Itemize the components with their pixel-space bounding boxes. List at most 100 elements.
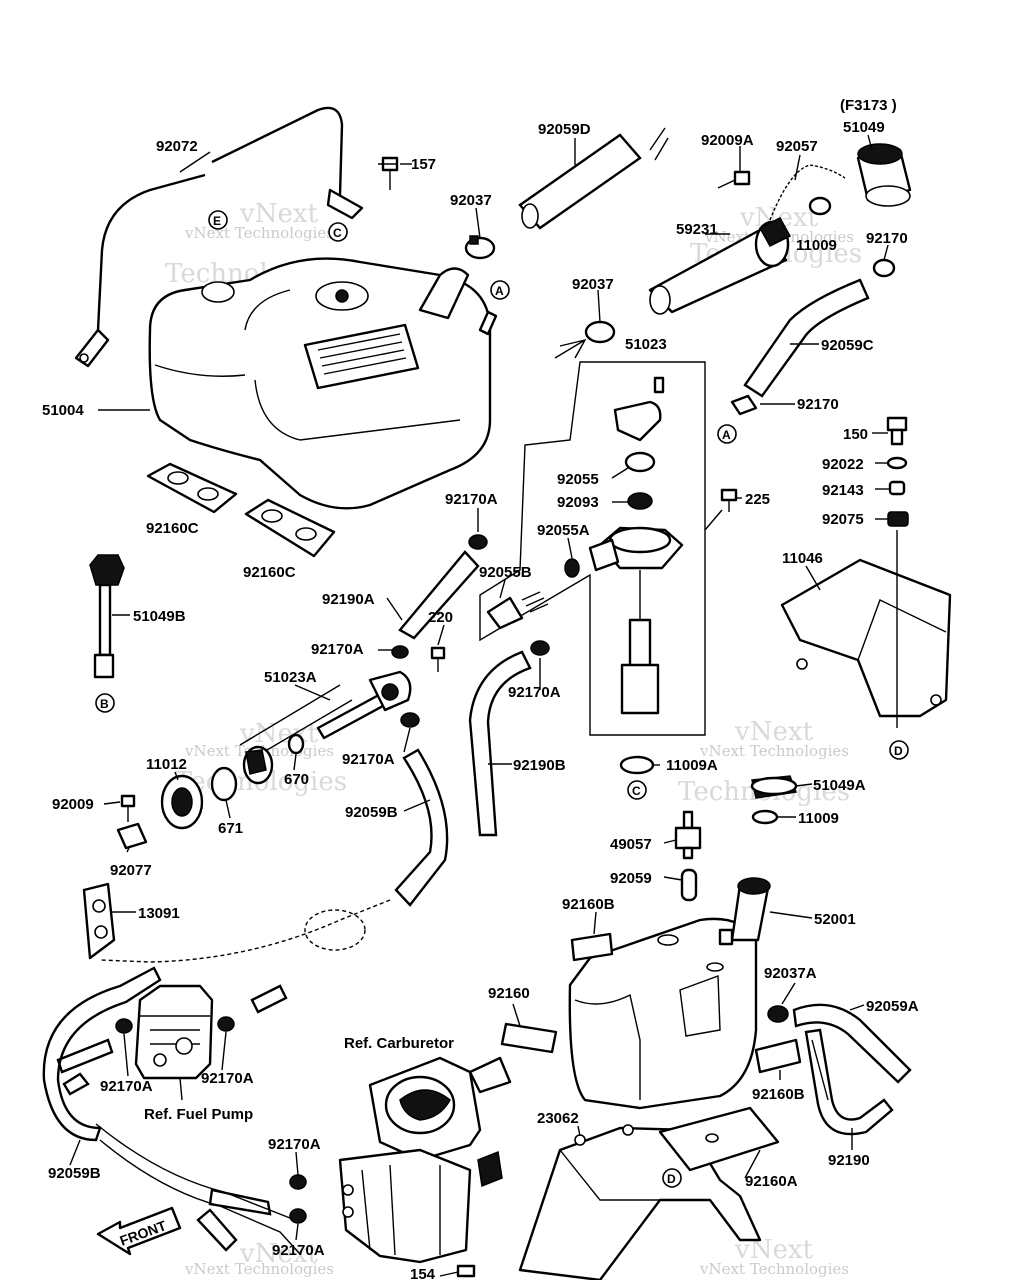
label-92160a: 92160A bbox=[745, 1173, 798, 1190]
part-51049a-cap[interactable] bbox=[750, 775, 798, 799]
label-92072: 92072 bbox=[156, 138, 198, 155]
part-92170a-clamp-d[interactable] bbox=[530, 640, 550, 656]
part-11012-gasket[interactable] bbox=[242, 745, 274, 785]
label-92055b: 92055B bbox=[479, 564, 532, 581]
part-ref-carburetor[interactable] bbox=[338, 1056, 512, 1264]
part-92037-clamp-mid[interactable] bbox=[554, 320, 616, 359]
part-49057-vent[interactable] bbox=[674, 810, 702, 860]
part-154-bolt[interactable] bbox=[456, 1264, 476, 1278]
label-92170a-d: 92170A bbox=[342, 751, 395, 768]
part-11009a-gasket[interactable] bbox=[619, 755, 655, 775]
part-11009-ring-top[interactable] bbox=[808, 196, 832, 216]
part-92170a-clamp-upper[interactable] bbox=[468, 534, 488, 550]
part-220-screw[interactable] bbox=[430, 646, 446, 672]
part-92072-strap[interactable] bbox=[74, 106, 364, 368]
part-92190-hose[interactable] bbox=[804, 1028, 894, 1136]
label-92170a-e: 92170A bbox=[100, 1078, 153, 1095]
label-92059a: 92059A bbox=[866, 998, 919, 1015]
label-92160b-a: 92160B bbox=[562, 896, 615, 913]
part-92009a-screw[interactable] bbox=[717, 170, 751, 189]
label-92190b: 92190B bbox=[513, 757, 566, 774]
watermark-line1: vNext bbox=[734, 717, 813, 747]
part-92009-screw[interactable] bbox=[120, 794, 136, 822]
part-52001-reserve-tank[interactable] bbox=[568, 877, 771, 1110]
part-11009-ring-mid[interactable] bbox=[751, 809, 779, 825]
circle-callout-b: B bbox=[95, 693, 115, 713]
part-92160-pad[interactable] bbox=[500, 1022, 558, 1054]
label-ref-fuel-pump: Ref. Fuel Pump bbox=[144, 1106, 253, 1123]
part-157-bolt[interactable] bbox=[381, 156, 412, 190]
part-92170-clamp-top[interactable] bbox=[872, 258, 896, 278]
part-92055a-oring[interactable] bbox=[564, 558, 580, 578]
part-92160a-pad[interactable] bbox=[658, 1106, 780, 1172]
label-51023: 51023 bbox=[625, 336, 667, 353]
label-92170a-h: 92170A bbox=[272, 1242, 325, 1259]
part-150-bolt[interactable] bbox=[886, 416, 908, 446]
part-92170a-clamp-b[interactable] bbox=[391, 645, 409, 659]
part-92037a-clamp[interactable] bbox=[767, 1005, 789, 1023]
part-92075-damper[interactable] bbox=[887, 511, 909, 527]
part-92059c-hose[interactable] bbox=[743, 278, 870, 398]
part-670-oring[interactable] bbox=[287, 733, 305, 755]
part-92170a-clamp-carb-lower[interactable] bbox=[289, 1208, 307, 1224]
part-671-oring[interactable] bbox=[210, 766, 238, 802]
part-pump-inlet-hose[interactable] bbox=[250, 984, 288, 1014]
part-51004-fuel-tank[interactable] bbox=[148, 257, 498, 510]
part-92077-clip[interactable] bbox=[116, 822, 148, 850]
label-92190: 92190 bbox=[828, 1152, 870, 1169]
leader-lines bbox=[69, 134, 890, 1277]
label-11009-mid: 11009 bbox=[798, 810, 839, 827]
watermark-small: vNext Technologies bbox=[699, 1260, 849, 1278]
part-51049-cap[interactable] bbox=[856, 143, 912, 207]
part-51023a-fuel-tap[interactable] bbox=[239, 670, 412, 761]
label-220: 220 bbox=[428, 609, 453, 626]
part-13091-clamp[interactable] bbox=[82, 882, 116, 960]
part-92160b-pad-bottom[interactable] bbox=[754, 1038, 802, 1074]
callout-d: D bbox=[667, 1172, 676, 1186]
part-92170-clamp-mid[interactable] bbox=[730, 394, 758, 416]
label-157: 157 bbox=[411, 156, 436, 173]
label-92057: 92057 bbox=[776, 138, 818, 155]
label-92059b-a: 92059B bbox=[345, 804, 398, 821]
part-92059-hose-short[interactable] bbox=[680, 868, 698, 902]
part-225-screw[interactable] bbox=[720, 488, 738, 512]
label-51004: 51004 bbox=[42, 402, 84, 419]
part-11046-bracket[interactable] bbox=[780, 530, 952, 728]
label-92009a: 92009A bbox=[701, 132, 754, 149]
part-51023-assembly-frame bbox=[479, 361, 706, 736]
part-59231-filler-neck[interactable] bbox=[648, 217, 792, 315]
part-92190b-hose[interactable] bbox=[468, 650, 532, 837]
part-92190a-hose[interactable] bbox=[398, 550, 480, 640]
label-92055a: 92055A bbox=[537, 522, 590, 539]
label-154: 154 bbox=[410, 1266, 436, 1280]
part-92170a-clamp-pump-right[interactable] bbox=[217, 1016, 235, 1032]
part-51023-fuel-cock[interactable] bbox=[588, 376, 723, 715]
label-11012: 11012 bbox=[146, 756, 187, 773]
part-92059b-hose-upper[interactable] bbox=[99, 748, 449, 963]
front-arrow: FRONT bbox=[96, 1206, 182, 1256]
part-92170a-clamp-c[interactable] bbox=[400, 712, 420, 728]
part-51049b-level-gauge[interactable] bbox=[89, 554, 125, 679]
part-92037-clamp-top[interactable] bbox=[464, 235, 496, 260]
part-92057-chain[interactable] bbox=[769, 164, 846, 221]
part-92160c-pad-left[interactable] bbox=[146, 462, 238, 514]
callout-a: A bbox=[722, 428, 731, 442]
label-92160c-a: 92160C bbox=[146, 520, 199, 537]
part-92170a-clamp-pump-left[interactable] bbox=[115, 1018, 133, 1034]
label-92037a: 92037A bbox=[764, 965, 817, 982]
circle-callout-e: E bbox=[208, 210, 228, 230]
watermark-line1: vNext bbox=[239, 199, 318, 229]
label-92143: 92143 bbox=[822, 482, 864, 499]
part-11012-knob[interactable] bbox=[160, 774, 204, 830]
part-92170a-clamp-carb-upper[interactable] bbox=[289, 1174, 307, 1190]
part-92059a-hose[interactable] bbox=[792, 1003, 912, 1084]
part-92059d-hose[interactable] bbox=[518, 127, 669, 230]
part-carb-hoses[interactable] bbox=[196, 1188, 272, 1252]
part-92022-washer[interactable] bbox=[886, 456, 908, 470]
part-92055b-spring[interactable] bbox=[486, 591, 549, 630]
part-ref-fuel-pump[interactable] bbox=[134, 984, 214, 1080]
part-92160b-pad-top[interactable] bbox=[570, 932, 614, 962]
part-92160c-pad-right[interactable] bbox=[244, 498, 336, 558]
part-92143-collar[interactable] bbox=[888, 480, 906, 496]
